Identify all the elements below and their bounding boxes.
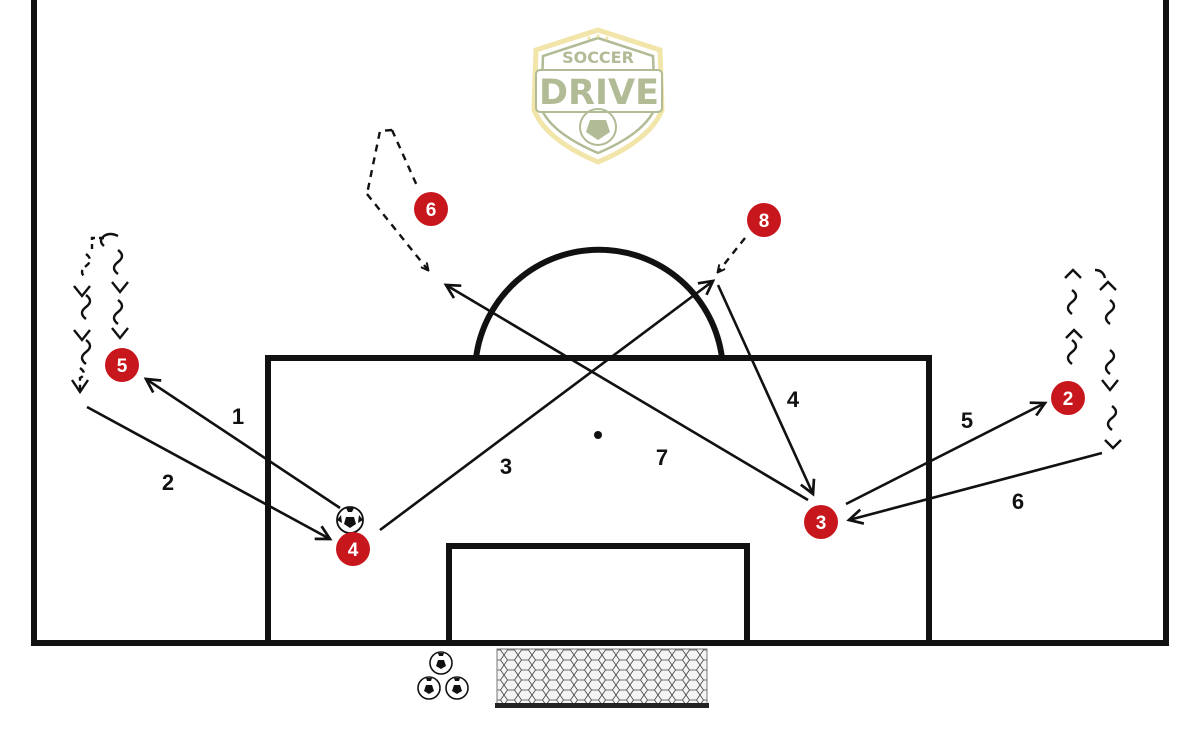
pass-arrow-4: [716, 284, 813, 494]
dribble-path-left: [71, 232, 129, 395]
sequence-label-7: 7: [656, 445, 668, 470]
player-6: 6: [414, 192, 448, 226]
penalty-spot: [594, 431, 602, 439]
player-2: 2: [1051, 381, 1085, 415]
logo-text-top: SOCCER: [562, 48, 634, 67]
player-5: 5: [105, 348, 139, 382]
player-4-label: 4: [348, 540, 359, 561]
player-4: 4: [336, 532, 370, 566]
player-8: 8: [747, 203, 781, 237]
sequence-label-3: 3: [500, 454, 512, 479]
pass-lines: [86, 281, 1103, 539]
sequence-labels: 1 2 3 4 5 6 7: [162, 387, 1024, 514]
logo-text-main: DRIVE: [539, 73, 659, 113]
pass-arrow-1: [146, 379, 341, 510]
sequence-label-1: 1: [232, 404, 244, 429]
player-6-label: 6: [426, 200, 437, 221]
pass-arrow-5: [845, 403, 1045, 506]
dribble-path-right: [1064, 268, 1122, 450]
pass-arrow-7: [446, 285, 809, 502]
six-yard-box: [446, 543, 750, 646]
players: 5 6 8 4 3 2: [105, 192, 1085, 566]
goal-net-icon: [495, 648, 709, 708]
pitch: [31, 0, 1169, 646]
soccer-ball-icon: [336, 506, 364, 534]
pass-arrow-2: [86, 405, 330, 539]
sequence-label-2: 2: [162, 470, 174, 495]
soccer-drive-logo: SOCCER DRIVE: [531, 27, 665, 165]
runs: [365, 128, 746, 272]
penalty-box: [265, 355, 932, 646]
run-player-6c: [366, 193, 428, 270]
player-2-label: 2: [1063, 389, 1074, 410]
run-player-6: [365, 128, 393, 195]
player-3: 3: [804, 505, 838, 539]
pass-arrow-3: [379, 281, 713, 532]
player-8-label: 8: [759, 211, 770, 232]
run-player-8: [718, 237, 746, 272]
sequence-label-6: 6: [1012, 489, 1024, 514]
sequence-label-5: 5: [961, 408, 973, 433]
sequence-label-4: 4: [787, 387, 800, 412]
player-5-label: 5: [117, 356, 128, 377]
run-player-6b: [390, 129, 420, 189]
penalty-arc: [473, 246, 725, 359]
pass-arrow-6: [849, 451, 1103, 520]
player-3-label: 3: [816, 513, 827, 534]
ball-pile-icon: [417, 651, 469, 700]
